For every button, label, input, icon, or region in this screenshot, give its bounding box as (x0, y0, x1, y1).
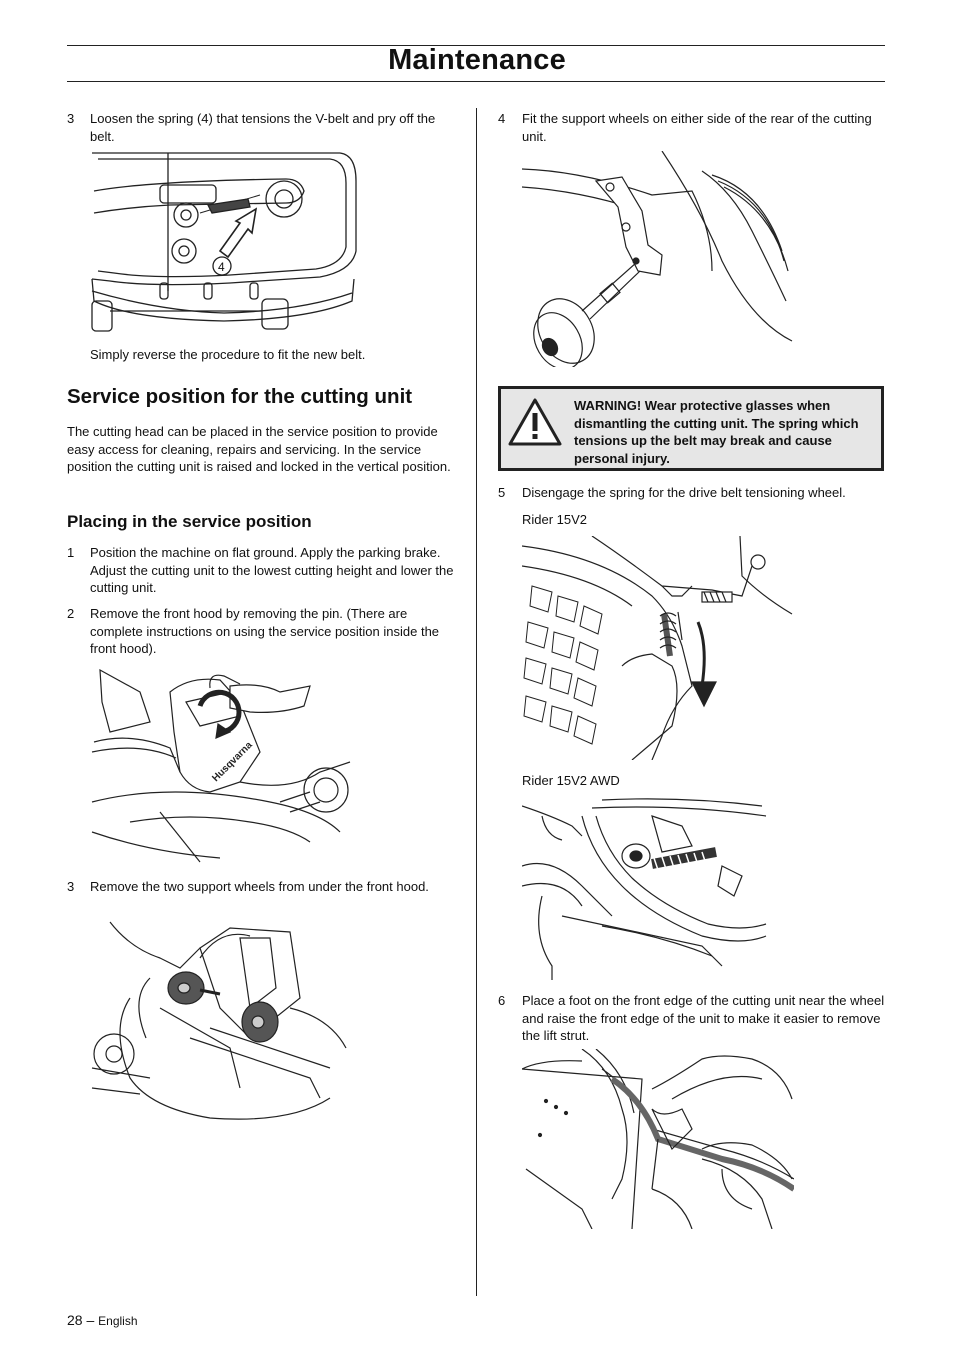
fit-support-wheels-figure (522, 151, 794, 367)
step-text: Fit the support wheels on either side of… (522, 111, 872, 144)
column-divider (476, 108, 477, 1296)
step-number: 2 (67, 606, 75, 621)
step-number: 3 (67, 879, 75, 894)
step-number: 4 (498, 111, 506, 126)
step-number: 6 (498, 993, 506, 1008)
callout-number: 4 (218, 260, 225, 274)
warning-text: WARNING! Wear protective glasses when di… (574, 398, 859, 466)
model-label: Rider 15V2 (522, 512, 588, 527)
footer-language: English (98, 1314, 138, 1328)
page-footer: 28 – English (67, 1312, 138, 1328)
warning-box: WARNING! Wear protective glasses when di… (498, 386, 884, 471)
step-text: Disengage the spring for the drive belt … (522, 485, 846, 500)
header-top-rule (67, 45, 885, 46)
section-title: Service position for the cutting unit (67, 385, 413, 408)
step-number: 1 (67, 545, 75, 560)
step-number: 5 (498, 485, 506, 500)
support-wheels-figure (90, 918, 352, 1124)
header-bottom-rule (67, 81, 885, 82)
step-number: 3 (67, 111, 75, 126)
raise-cutting-unit-figure (522, 1049, 794, 1229)
step-text: Position the machine on flat ground. App… (90, 545, 454, 595)
subsection-title: Placing in the service position (67, 512, 312, 531)
hood-removal-figure: Husqvarna (90, 662, 362, 868)
rider-15v2-spring-figure (522, 536, 794, 760)
step-text: Remove the two support wheels from under… (90, 879, 429, 894)
warning-triangle-icon (508, 398, 562, 446)
page-title: Maintenance (388, 44, 566, 76)
section-intro: The cutting head can be placed in the se… (67, 424, 451, 474)
page-number: 28 – (67, 1312, 95, 1328)
model-label: Rider 15V2 AWD (522, 773, 620, 788)
reverse-procedure-note: Simply reverse the procedure to fit the … (90, 347, 366, 362)
step-text: Loosen the spring (4) that tensions the … (90, 111, 436, 144)
rider-15v2-awd-spring-figure (522, 796, 768, 980)
step-text: Remove the front hood by removing the pi… (90, 606, 440, 656)
brand-logo-text: Husqvarna (210, 739, 255, 784)
step-text: Place a foot on the front edge of the cu… (522, 993, 885, 1043)
belt-diagram-figure: 4 (90, 151, 358, 333)
